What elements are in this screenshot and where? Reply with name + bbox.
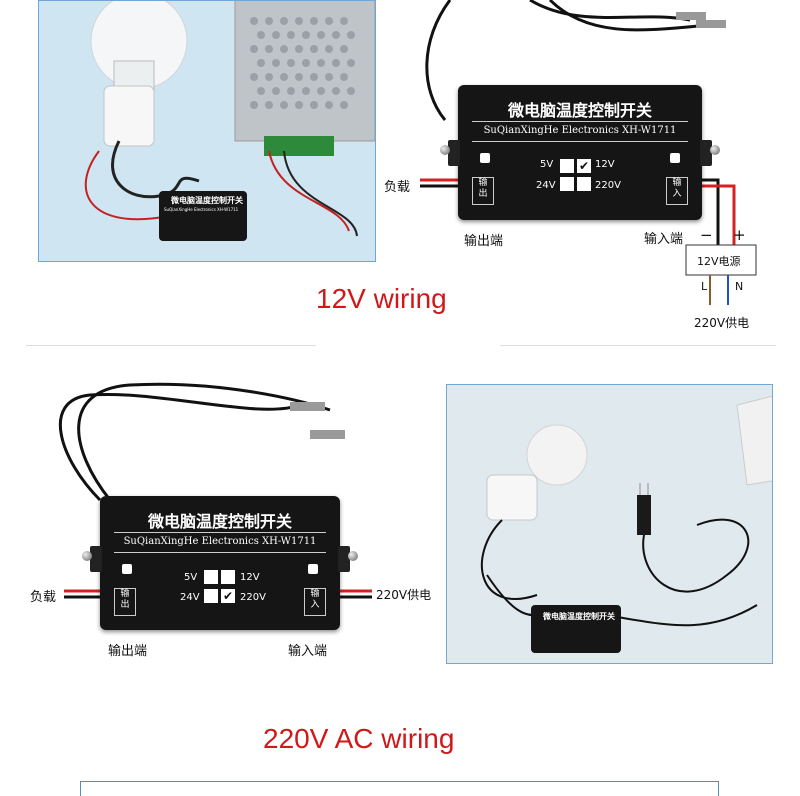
mini-controller-title: 微电脑温度控制开关 [171,195,243,205]
input-terminal-label: 输入端 [644,232,684,247]
label-5v: 5V [540,159,554,170]
mains-label: 220V供电 [376,588,432,602]
controller-title: 微电脑温度控制开关 [147,512,292,531]
checkmark-icon: ✔ [222,589,234,603]
label-24v: 24V [180,592,200,603]
mini-controller-subtitle: SuQianXingHe Electronics XH-W1711 [164,207,239,212]
plus-sign: + [733,226,746,244]
input-led [670,153,680,163]
output-led [122,564,132,574]
controller-subtitle: SuQianXingHe Electronics XH-W1711 [123,536,317,547]
caption-220v-ac-wiring: 220V AC wiring [263,723,455,754]
photo-12v-illustration [84,1,375,241]
label-12v: 12V [595,159,615,170]
section-divider-right [500,345,776,346]
psu-label: 12V电源 [697,255,741,268]
input-led [308,564,318,574]
jumper-220v: ✔ [221,589,235,603]
caption-12v-wiring: 12V wiring [316,283,447,314]
output-terminal-label: 输出端 [108,644,148,659]
input-port: 输 入 [304,588,326,616]
controller-title: 微电脑温度控制开关 [507,101,652,120]
mini-controller-title: 微电脑温度控制开关 [543,611,615,621]
photo-220v-illustration [480,395,772,653]
next-section-frame [80,781,719,796]
output-port: 输 出 [472,177,494,205]
section-divider-left [26,345,316,346]
label-12v: 12V [240,572,260,583]
minus-sign: − [700,226,713,244]
input-port: 输 入 [666,177,688,205]
neutral-label: N [735,280,744,293]
output-terminal-label: 输出端 [464,234,504,249]
photo-220v-setup: 微电脑温度控制开关 [446,384,773,664]
photo-12v-setup: 微电脑温度控制开关 SuQianXingHe Electronics XH-W1… [38,0,376,262]
load-label: 负载 [30,590,57,605]
line-label: L [701,280,708,293]
jumper-12v: ✔ [577,159,591,173]
top-wiring-lines [420,0,757,305]
output-port: 输 出 [114,588,136,616]
label-24v: 24V [536,180,556,191]
bottom-wiring-lines [58,382,372,599]
load-label: 负载 [384,180,411,195]
input-terminal-label: 输入端 [288,644,328,659]
label-5v: 5V [184,572,198,583]
controller-12v: 微电脑温度控制开关 SuQianXingHe Electronics XH-W1… [440,85,720,220]
label-220v: 220V [595,180,621,191]
label-220v: 220V [240,592,266,603]
output-led [480,153,490,163]
checkmark-icon: ✔ [578,159,590,173]
controller-subtitle: SuQianXingHe Electronics XH-W1711 [483,125,677,136]
controller-220v: 微电脑温度控制开关 SuQianXingHe Electronics XH-W1… [82,496,358,630]
mains-label: 220V供电 [694,316,750,330]
